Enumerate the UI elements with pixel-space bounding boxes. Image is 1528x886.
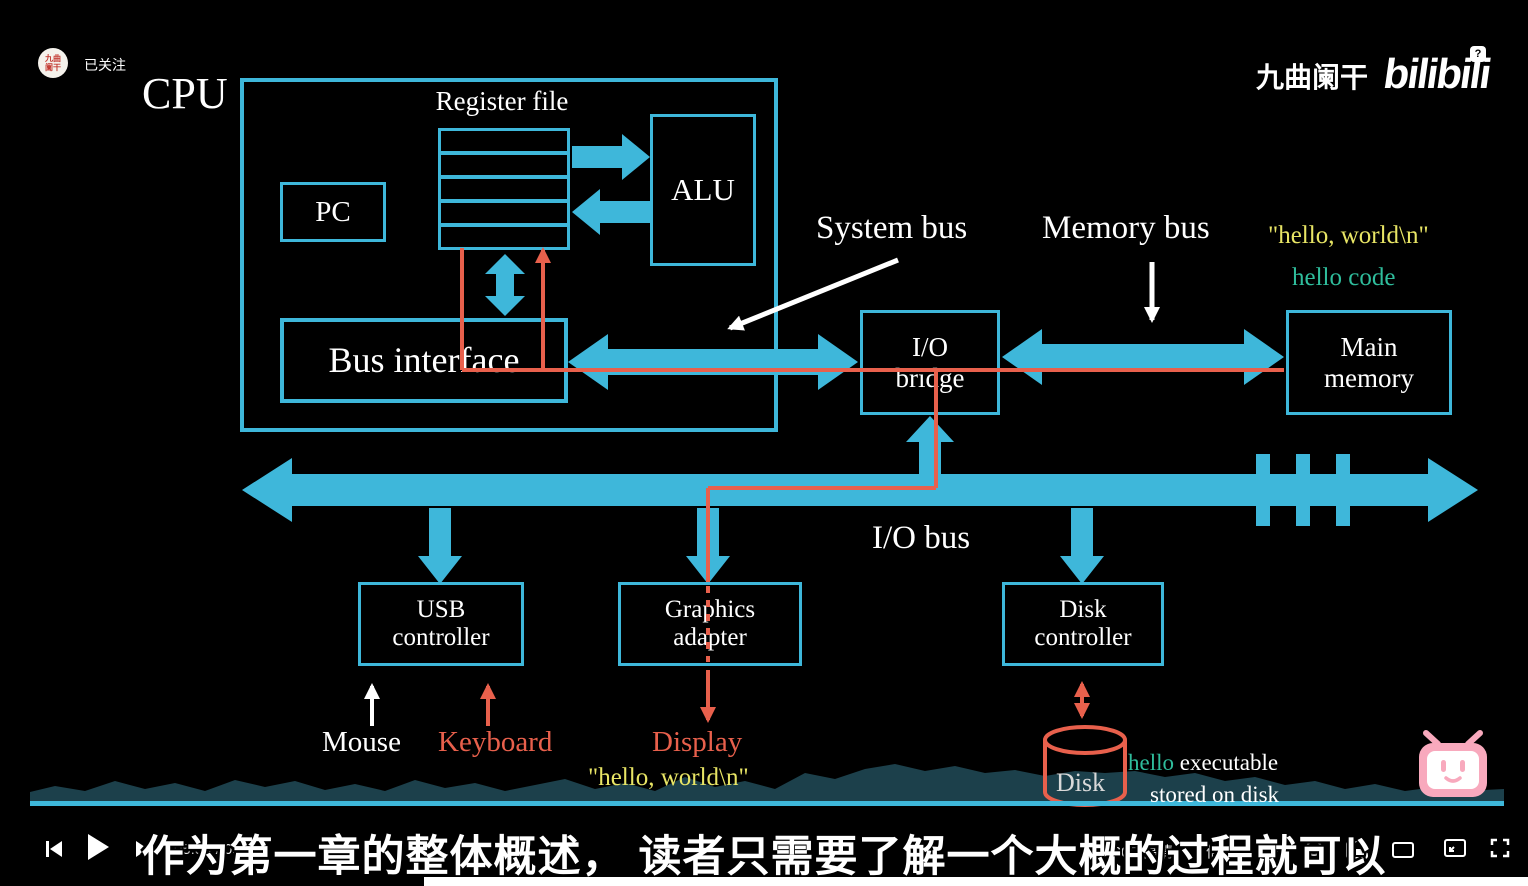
register-row-divider bbox=[441, 223, 567, 227]
register-row-divider bbox=[441, 199, 567, 203]
alu-label: ALU bbox=[671, 171, 735, 207]
play-button[interactable] bbox=[86, 833, 110, 861]
disk-controller-label-line2: controller bbox=[1034, 624, 1132, 651]
main-memory-box: Main memory bbox=[1286, 310, 1452, 415]
mouse-label: Mouse bbox=[322, 726, 401, 758]
io-bus-label: I/O bus bbox=[872, 520, 971, 556]
main-memory-label-line1: Main bbox=[1340, 332, 1398, 363]
cpu-label: CPU bbox=[142, 69, 228, 118]
hello-string-annotation-bottom: "hello, world\n" bbox=[588, 764, 749, 791]
uploader-name-watermark: 九曲阑干 bbox=[1256, 62, 1369, 93]
stored-on-disk-annotation: stored on disk bbox=[1150, 782, 1280, 807]
io-bus-break-mark bbox=[1336, 454, 1350, 526]
system-bus-label: System bus bbox=[816, 210, 968, 246]
display-label: Display bbox=[652, 726, 743, 758]
graphics-adapter-box: Graphics adapter bbox=[618, 582, 802, 666]
graphics-adapter-label-line2: adapter bbox=[673, 624, 747, 651]
register-row-divider bbox=[441, 175, 567, 179]
register-row-divider bbox=[441, 151, 567, 155]
memory-bus-arrow bbox=[1002, 329, 1284, 385]
bilibili-tv-icon bbox=[1419, 730, 1487, 797]
fullscreen-button[interactable] bbox=[1490, 838, 1510, 858]
io-bridge-label-line1: I/O bbox=[912, 332, 948, 363]
disk-controller-label-line1: Disk bbox=[1059, 596, 1107, 623]
page-background-strip bbox=[424, 877, 1528, 886]
alu-box: ALU bbox=[650, 114, 756, 266]
follow-badge[interactable]: 已关注 bbox=[84, 57, 126, 73]
mini-player-button[interactable] bbox=[1346, 841, 1368, 859]
volume-icon bbox=[1263, 840, 1279, 856]
disk-controller-box: Disk controller bbox=[1002, 582, 1164, 666]
time-display: 05:59 / 08:34 bbox=[174, 841, 262, 858]
progress-bar[interactable] bbox=[30, 801, 1504, 806]
io-bus-break-mark bbox=[1296, 454, 1310, 526]
hello-code-annotation: hello code bbox=[1292, 264, 1396, 291]
settings-icon bbox=[1306, 840, 1322, 856]
register-file-label: Register file bbox=[435, 86, 569, 116]
io-bridge-box: I/O bridge bbox=[860, 310, 1000, 415]
hello-executable-rest: executable bbox=[1174, 750, 1279, 775]
usb-controller-label-line1: USB bbox=[416, 596, 466, 623]
logo-question-badge: ? bbox=[1470, 46, 1486, 62]
speed-selector[interactable]: 倍速 bbox=[1206, 844, 1237, 861]
uploader-avatar[interactable]: 九曲阑干 bbox=[38, 48, 68, 78]
hello-executable-annotation: hello executable bbox=[1128, 750, 1278, 776]
hello-executable-hello: hello bbox=[1128, 750, 1174, 775]
io-bus-break-mark bbox=[1256, 454, 1270, 526]
usb-controller-box: USB controller bbox=[358, 582, 524, 666]
io-bus-arrow bbox=[242, 458, 1478, 522]
iobus-to-bridge-arrow bbox=[906, 416, 954, 476]
settings-button[interactable] bbox=[1304, 838, 1324, 858]
previous-icon bbox=[46, 841, 62, 857]
next-button[interactable] bbox=[134, 840, 154, 858]
play-icon bbox=[88, 834, 109, 860]
pc-label: PC bbox=[315, 195, 351, 228]
usb-controller-label-line2: controller bbox=[392, 624, 490, 651]
iobus-to-graphics-arrow bbox=[686, 508, 730, 584]
web-fullscreen-button[interactable] bbox=[1444, 839, 1466, 857]
main-memory-label-line2: memory bbox=[1324, 362, 1414, 393]
bus-interface-box: Bus interface bbox=[280, 318, 568, 403]
iobus-to-diskctl-arrow bbox=[1060, 508, 1104, 584]
bilibili-tv-button[interactable] bbox=[1414, 730, 1492, 807]
bus-interface-label: Bus interface bbox=[328, 340, 520, 381]
previous-button[interactable] bbox=[44, 840, 64, 858]
mini-player-icon bbox=[1346, 841, 1368, 859]
danmaku-density-graph bbox=[30, 764, 1504, 806]
cpu-box bbox=[240, 78, 778, 432]
register-file-box bbox=[438, 128, 570, 250]
web-fullscreen-icon bbox=[1444, 839, 1466, 857]
graphics-adapter-label-line1: Graphics bbox=[664, 596, 756, 623]
hello-string-annotation-top: "hello, world\n" bbox=[1268, 222, 1429, 249]
pc-box: PC bbox=[280, 182, 386, 242]
quality-selector[interactable]: 1080P 高清 bbox=[1096, 844, 1174, 861]
keyboard-label: Keyboard bbox=[438, 726, 553, 758]
wide-screen-button[interactable] bbox=[1392, 841, 1414, 859]
volume-button[interactable] bbox=[1262, 839, 1282, 857]
iobus-to-usb-arrow bbox=[418, 508, 462, 584]
disk-label: Disk bbox=[1056, 768, 1106, 797]
memory-bus-label: Memory bus bbox=[1042, 210, 1210, 246]
subtitle-text: 作为第一章的整体概述， 读者只需要了解一个大概的过程就可以 bbox=[141, 833, 1387, 881]
next-icon bbox=[136, 841, 152, 857]
io-bridge-label-line2: bridge bbox=[895, 362, 965, 393]
avatar-text: 九曲阑干 bbox=[45, 54, 61, 72]
wide-screen-icon bbox=[1392, 842, 1414, 858]
fullscreen-icon bbox=[1490, 838, 1510, 858]
